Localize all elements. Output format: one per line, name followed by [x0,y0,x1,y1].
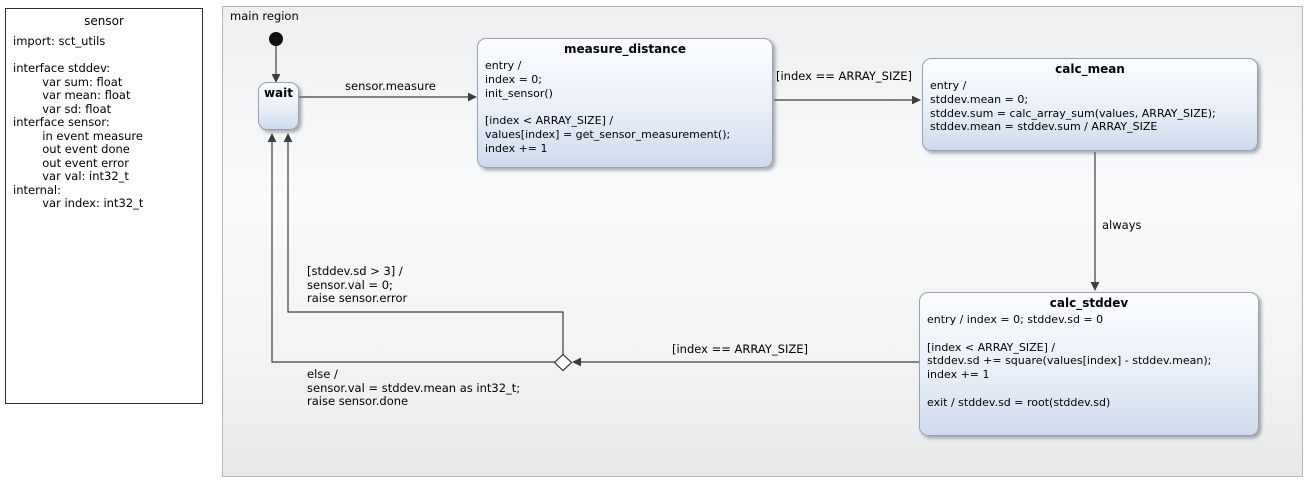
state-measure-distance-title: measure_distance [564,42,686,56]
transition-label-calc-stddev-to-choice[interactable]: [index == ARRAY_SIZE] [672,342,808,356]
state-calc-mean-title: calc_mean [1055,62,1125,76]
transition-label-calc-mean-to-calc-stddev[interactable]: always [1102,218,1142,232]
declaration-panel[interactable]: sensor import: sct_utils interface stddev… [5,8,203,404]
declaration-line: interface stddev: [13,61,111,75]
declaration-line: interface sensor: [13,115,110,129]
declaration-line: var mean: float [13,88,131,102]
transition-label-wait-to-measure-distance[interactable]: sensor.measure [345,79,436,93]
state-calc-mean[interactable]: calc_mean entry / stddev.mean = 0; stdde… [922,58,1258,151]
declaration-line: in event measure [13,128,143,143]
state-calc-stddev[interactable]: calc_stddev entry / index = 0; stddev.sd… [919,292,1259,436]
declaration-line: var index: int32_t [13,196,144,210]
declaration-line: var sd: float [13,101,112,116]
state-wait[interactable]: wait [258,82,299,130]
declaration-title: sensor [84,14,124,28]
declaration-line: out event error [13,155,129,170]
state-measure-distance[interactable]: measure_distance entry / index = 0; init… [477,38,773,168]
declaration-line: internal: [13,182,61,197]
state-calc-stddev-body: entry / index = 0; stddev.sd = 0 [index … [927,313,1212,409]
declaration-line: import: sct_utils [13,34,106,48]
transition-label-measure-distance-to-calc-mean[interactable]: [index == ARRAY_SIZE] [776,69,912,83]
declaration-line: var val: int32_t [13,169,129,183]
declaration-line [13,49,200,63]
state-measure-distance-body: entry / index = 0; init_sensor() [index … [485,59,731,155]
declaration-line: var sum: float [13,74,123,89]
transition-label-choice-to-wait-error[interactable]: [stddev.sd > 3] / sensor.val = 0; raise … [307,264,408,305]
main-region-label: main region [230,9,299,23]
declaration-lines: import: sct_utils interface stddev: var s… [6,28,202,211]
transition-label-choice-to-wait-else[interactable]: else / sensor.val = stddev.mean as int32… [307,367,521,408]
declaration-line: out event done [13,142,130,156]
state-calc-stddev-title: calc_stddev [1049,296,1129,310]
state-wait-title: wait [263,86,294,100]
state-calc-mean-body: entry / stddev.mean = 0; stddev.sum = ca… [930,79,1216,134]
